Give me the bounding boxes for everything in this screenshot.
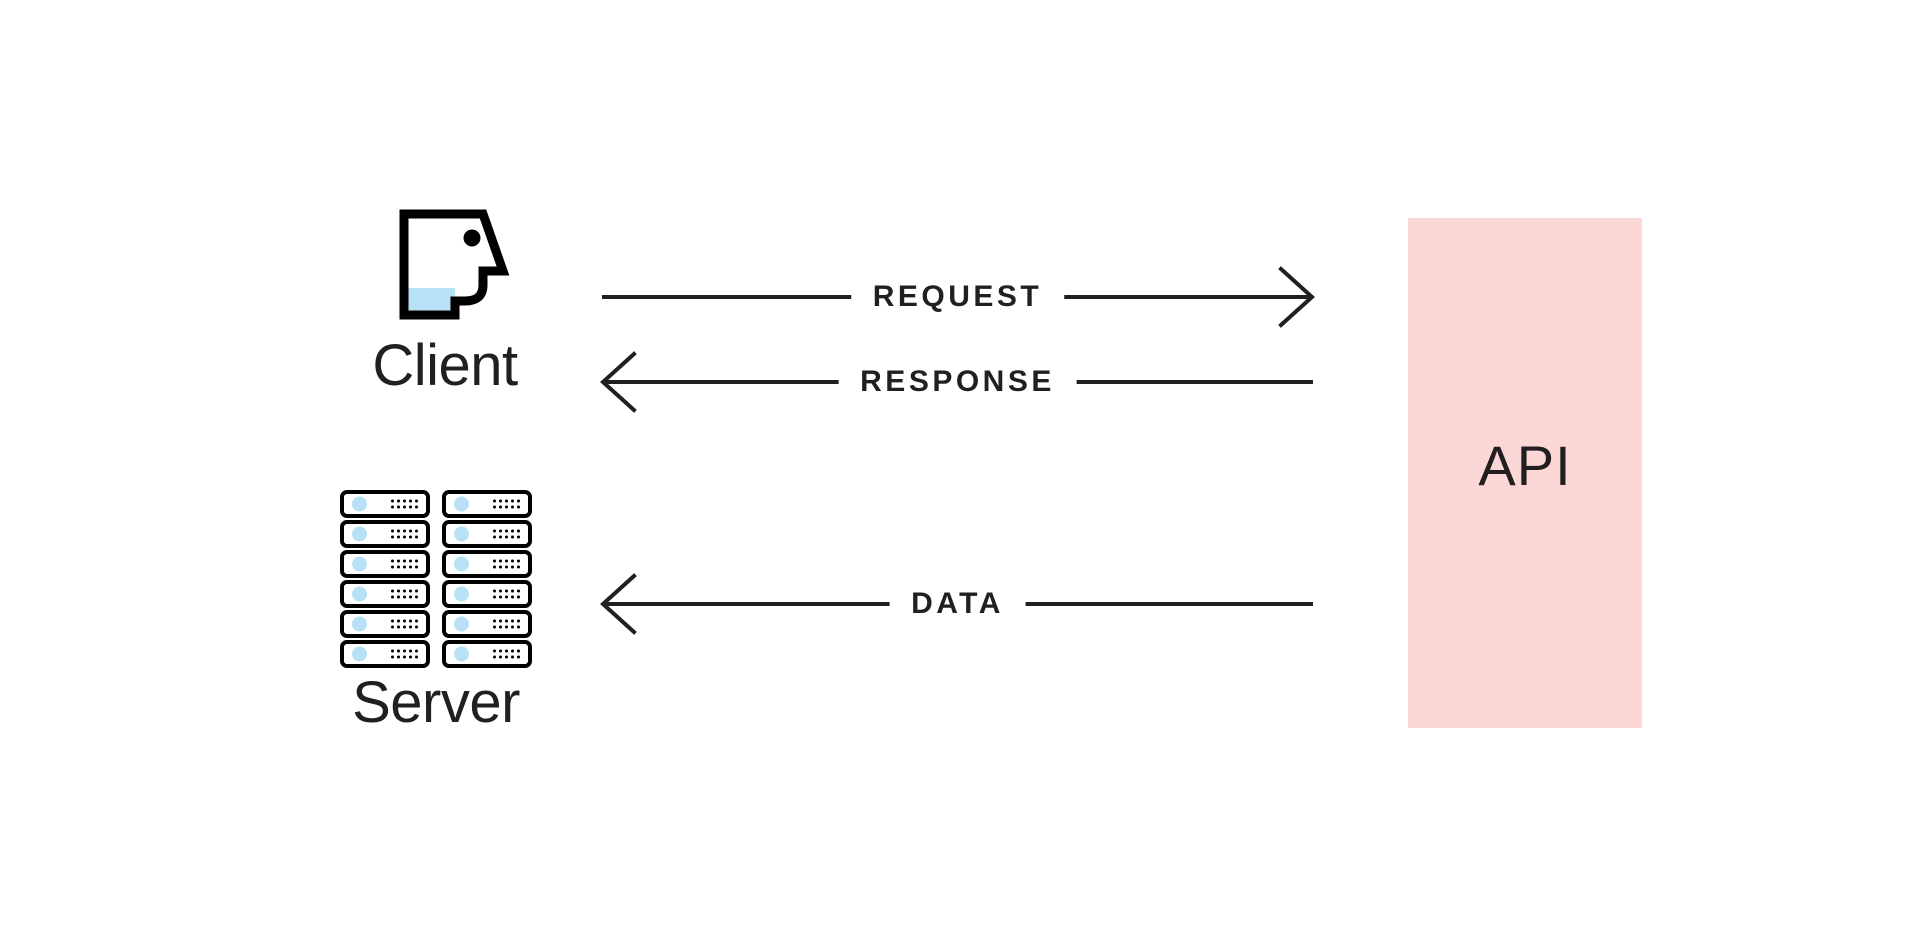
api-label: API (1478, 433, 1572, 497)
rack-unit (442, 610, 532, 638)
rack-column-right (442, 490, 532, 668)
rack-unit (442, 580, 532, 608)
node-server: Server (340, 490, 550, 734)
rack-unit (340, 550, 430, 578)
rack-vents-icon (493, 589, 520, 599)
flow-request-label: REQUEST (850, 280, 1065, 314)
node-api: API (1408, 218, 1642, 728)
rack-led-icon (352, 586, 367, 602)
rack-vents-icon (493, 559, 520, 569)
rack-unit (340, 610, 430, 638)
arrowhead-right-icon (1278, 266, 1315, 328)
rack-unit (442, 640, 532, 668)
rack-column-left (340, 490, 430, 668)
rack-led-icon (352, 526, 367, 542)
rack-unit (340, 490, 430, 518)
eye-dot (463, 229, 481, 247)
rack-unit (442, 490, 532, 518)
arrowhead-left-icon (600, 351, 637, 413)
rack-led-icon (454, 586, 469, 602)
rack-led-icon (352, 496, 367, 512)
flow-request: REQUEST (600, 261, 1315, 333)
flow-response: RESPONSE (600, 346, 1315, 418)
flow-data-label: DATA (889, 587, 1026, 621)
rack-led-icon (454, 556, 469, 572)
rack-unit (340, 520, 430, 548)
rack-vents-icon (391, 589, 418, 599)
rack-led-icon (454, 616, 469, 632)
rack-unit (340, 640, 430, 668)
rack-led-icon (352, 646, 367, 662)
server-rack-icon (340, 490, 532, 668)
rack-led-icon (454, 526, 469, 542)
rack-vents-icon (493, 619, 520, 629)
head-profile-icon (395, 205, 520, 330)
server-label: Server (352, 670, 520, 735)
flow-data: DATA (600, 568, 1315, 640)
rack-led-icon (454, 496, 469, 512)
rack-vents-icon (391, 619, 418, 629)
node-client: Client (340, 205, 550, 400)
rack-led-icon (454, 646, 469, 662)
rack-unit (340, 580, 430, 608)
rack-vents-icon (391, 499, 418, 509)
rack-led-icon (352, 616, 367, 632)
rack-led-icon (352, 556, 367, 572)
rack-vents-icon (493, 529, 520, 539)
rack-vents-icon (493, 649, 520, 659)
rack-unit (442, 520, 532, 548)
rack-vents-icon (391, 559, 418, 569)
arrowhead-left-icon (600, 573, 637, 635)
rack-unit (442, 550, 532, 578)
flow-response-label: RESPONSE (838, 365, 1077, 399)
rack-vents-icon (391, 649, 418, 659)
rack-vents-icon (391, 529, 418, 539)
rack-vents-icon (493, 499, 520, 509)
client-label: Client (372, 333, 518, 398)
